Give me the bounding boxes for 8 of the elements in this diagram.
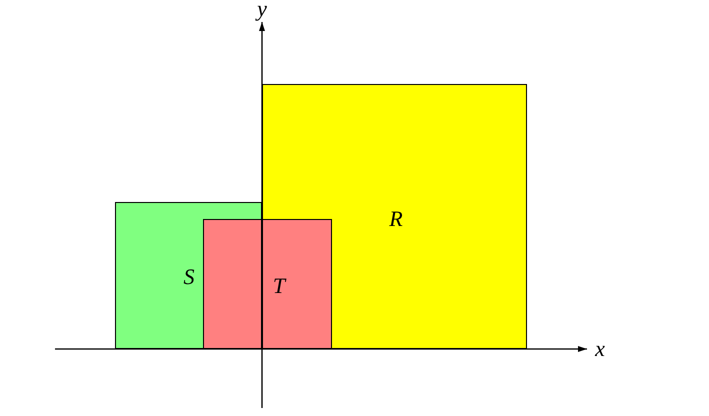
square-region (262, 84, 527, 349)
axis-label: y (257, 0, 267, 20)
region-label: R (389, 208, 403, 230)
square-region (115, 202, 262, 349)
rectangle-region (203, 219, 332, 349)
region-label: S (184, 266, 194, 288)
region-label: T (272, 275, 286, 297)
axis-label: x (595, 338, 605, 360)
